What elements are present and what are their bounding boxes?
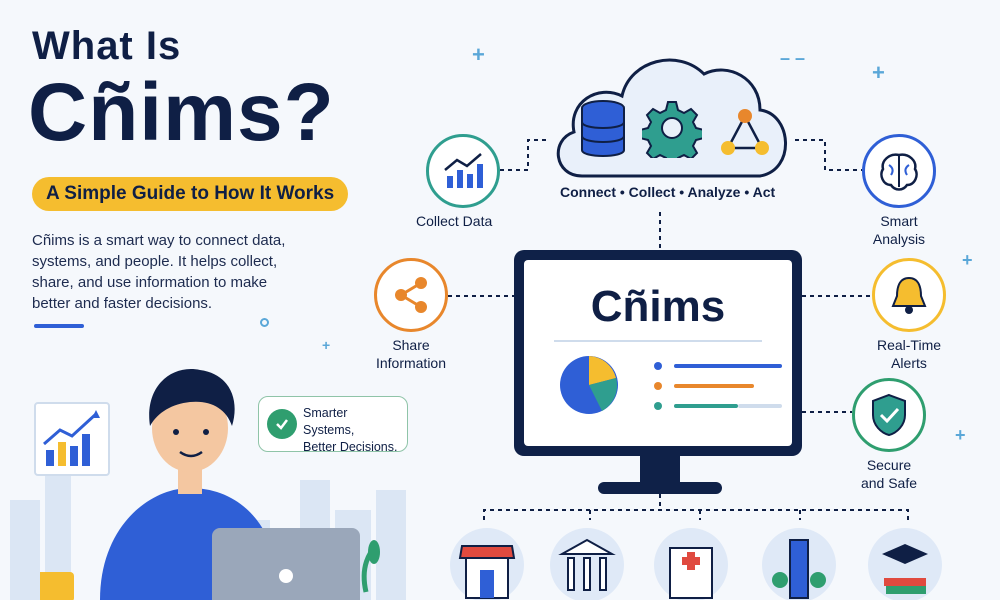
- education-icon: [868, 528, 942, 600]
- plus-decoration-icon: +: [472, 42, 485, 67]
- collect-data-label: Collect Data: [416, 213, 493, 229]
- store-icon: [450, 528, 524, 600]
- list-dot-icon: [654, 362, 662, 370]
- title-line-1: What Is: [32, 24, 182, 68]
- person-with-laptop-illustration: [40, 369, 380, 600]
- cloud-caption: Connect • Collect • Analyze • Act: [560, 184, 776, 200]
- list-dot-icon: [654, 382, 662, 390]
- divider: [34, 324, 84, 328]
- ring-decoration-icon: [260, 318, 269, 327]
- speech-bubble: Smarter Systems, Better Decisions.: [258, 396, 408, 454]
- dash-decoration-icon: – –: [780, 48, 806, 68]
- plus-decoration-icon: +: [962, 250, 973, 270]
- check-icon: [267, 409, 297, 439]
- monitor-stand: [640, 456, 680, 486]
- bubble-line-2: Better Decisions.: [303, 440, 398, 454]
- shield-icon: [872, 393, 906, 437]
- share-icon: [395, 277, 427, 313]
- monitor-screen: Cñims: [524, 260, 792, 446]
- screen-title: Cñims: [590, 282, 726, 331]
- gear-icon: [639, 98, 705, 167]
- plus-decoration-icon: +: [322, 337, 331, 353]
- screen-divider: [554, 340, 762, 342]
- list-bar: [674, 364, 782, 368]
- list-bar-rest: [738, 404, 782, 408]
- plus-decoration-icon: +: [872, 60, 885, 85]
- share-information-node: [374, 258, 448, 332]
- list-bar: [674, 384, 754, 388]
- collect-data-node: [426, 134, 500, 208]
- share-information-label: Share Information: [375, 337, 447, 371]
- chart-icon: [444, 153, 483, 188]
- monitor: Cñims: [514, 250, 802, 456]
- pie-chart-icon: [560, 356, 618, 414]
- brain-icon: [880, 153, 918, 191]
- real-time-alerts-label: Real-Time Alerts: [876, 337, 942, 371]
- monitor-base: [598, 482, 722, 494]
- subtitle-pill: A Simple Guide to How It Works: [32, 177, 349, 211]
- secure-label: Secure and Safe: [860, 457, 918, 491]
- smart-analysis-label: Smart Analysis: [872, 213, 926, 247]
- secure-node: [852, 378, 926, 452]
- real-time-alerts-node: [872, 258, 946, 332]
- bank-icon: [550, 528, 624, 600]
- hospital-icon: [654, 528, 728, 600]
- growth-chart-card: [34, 402, 110, 476]
- bell-icon: [891, 276, 927, 314]
- list-bar: [674, 404, 738, 408]
- page-title: Cñims?: [28, 67, 335, 158]
- bubble-line-1: Smarter Systems,: [303, 406, 355, 437]
- smart-analysis-node: [862, 134, 936, 208]
- plus-decoration-icon: +: [955, 425, 966, 445]
- city-icon: [762, 528, 836, 600]
- database-icon: [580, 100, 626, 165]
- network-icon: [718, 108, 772, 163]
- description: Cñims is a smart way to connect data, sy…: [32, 232, 286, 312]
- list-dot-icon: [654, 402, 662, 410]
